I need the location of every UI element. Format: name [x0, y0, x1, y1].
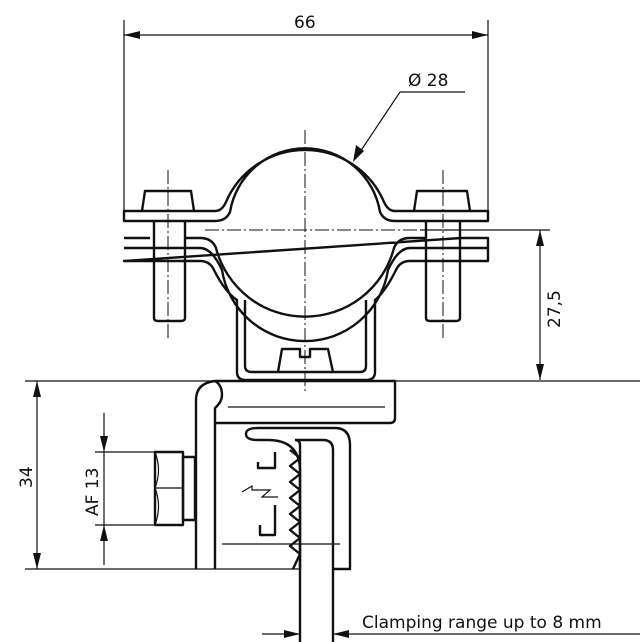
- clamping-hook: [222, 426, 352, 642]
- dimension-clamping-range: Clamping range up to 8 mm: [262, 613, 640, 638]
- clamp-base: [25, 379, 640, 570]
- dim-height-lower-label: 34: [17, 466, 37, 488]
- manufacturer-logo: [241, 452, 278, 537]
- dim-height-upper-label: 27,5: [545, 290, 565, 328]
- dimension-27-5: 27,5: [536, 230, 565, 380]
- bolt-right: [412, 189, 472, 323]
- upper-clamp-strap: [122, 147, 490, 223]
- hex-nut: [153, 450, 197, 527]
- clamping-note: Clamping range up to 8 mm: [362, 613, 602, 633]
- centerlines: [167, 130, 550, 392]
- dim-diameter-label: Ø 28: [408, 71, 448, 91]
- dim-wrench-label: AF 13: [83, 468, 103, 516]
- dimension-34: 34: [17, 381, 41, 569]
- lower-clamp-strap: [122, 236, 490, 382]
- dimension-af13: AF 13: [83, 413, 155, 565]
- dimension-diameter: Ø 28: [353, 71, 465, 162]
- dim-width-label: 66: [294, 13, 316, 33]
- dimension-66: 66: [123, 13, 489, 212]
- bolt-left: [140, 189, 196, 323]
